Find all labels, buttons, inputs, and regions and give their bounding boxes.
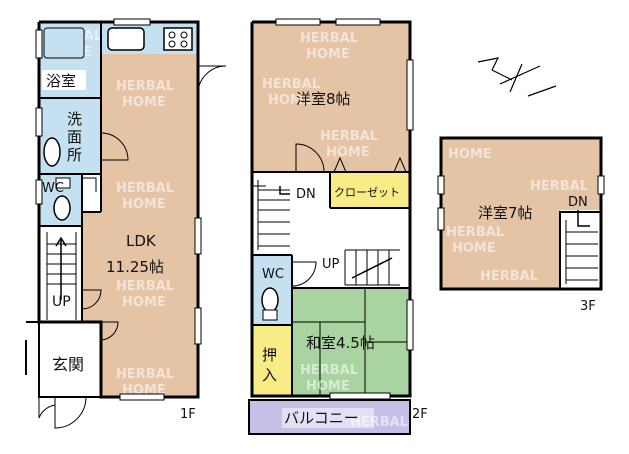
window-icon (35, 29, 43, 59)
sink-icon (107, 27, 145, 51)
watermark-text: HOME (452, 241, 496, 256)
window-icon (437, 175, 445, 195)
watermark-text: HERBAL (530, 179, 588, 194)
door-swing-icon (81, 289, 102, 310)
floor-1f: HERBAL HOME HERBAL HOME HERBAL HOME HERB… (25, 18, 227, 429)
window-icon (406, 299, 414, 351)
watermark-text: HERBAL (300, 363, 358, 378)
stairs-down-label-2f: DN (296, 187, 316, 202)
watermark-text: HERBAL (300, 31, 358, 46)
toilet-icon (261, 287, 279, 313)
stairs-down-label-3f: DN (568, 195, 588, 210)
watermark-text: HOME (122, 197, 166, 212)
stair3-area (560, 210, 601, 289)
door-swing-icon (291, 261, 317, 287)
room-label-oshiire-2: 入 (262, 366, 277, 384)
room-label-japanese: 和室4.5帖 (306, 334, 375, 352)
window-icon (437, 207, 445, 231)
door-swing-icon (295, 143, 325, 173)
room-label-western8: 洋室8帖 (296, 90, 351, 108)
ldk-lower-left (82, 212, 101, 322)
room-label-western7: 洋室7帖 (478, 204, 533, 222)
door-swing-icon (333, 156, 347, 173)
door-swing-icon (393, 156, 407, 173)
watermark-text: HOME (268, 93, 312, 108)
floor-label-2f: 2F (412, 407, 428, 422)
toilet-icon (53, 195, 71, 221)
window-icon (35, 107, 43, 137)
window-icon (329, 392, 391, 400)
floor-label-1f: 1F (180, 407, 196, 422)
room-label-balcony: バルコニー (284, 409, 359, 427)
window-icon (194, 307, 202, 345)
room-label-ldk: LDK (126, 232, 157, 250)
watermark-text: HERBAL (116, 279, 174, 294)
watermark-text: HERBAL (320, 129, 378, 144)
room-label-washroom-3: 所 (67, 146, 82, 164)
bathtub-icon (43, 27, 85, 59)
floor-label-3f: 3F (580, 299, 596, 314)
stairs-up-label-2f: UP (322, 257, 340, 272)
window-icon (35, 179, 43, 205)
room-label-wc1: WC (42, 181, 64, 196)
watermark-text: HOME (306, 379, 350, 394)
watermark-text: HOME (122, 295, 166, 310)
door-swing-icon (82, 177, 97, 192)
washbasin-icon (43, 137, 61, 167)
window-icon (597, 175, 605, 195)
room-label-washroom-2: 面 (67, 128, 82, 146)
floor-3f: HOME HERBAL HERBAL HOME HERBAL 洋室7帖 DN 3… (437, 136, 605, 314)
western8-area (252, 22, 410, 172)
window-icon (275, 18, 321, 26)
ldk-area (101, 22, 198, 397)
north-arrow-icon (477, 57, 557, 97)
watermark-text: HERBAL (446, 225, 504, 240)
watermark-text: HERBAL (116, 367, 174, 382)
stove-icon (163, 27, 193, 51)
watermark-text: HOME (306, 47, 350, 62)
room-label-closet: クローゼット (334, 186, 400, 199)
door-swing-icon (100, 132, 129, 161)
floor-2f: HERBAL HOME HERBAL HOME HERBAL HOME HERB… (248, 18, 428, 435)
door-swing-icon (100, 321, 119, 341)
watermark-text: HERBAL (480, 269, 538, 284)
room-label-oshiire-1: 押 (262, 346, 277, 364)
room-label-wc2: WC (262, 267, 284, 282)
stairs-up-label: UP (52, 294, 71, 310)
room-label-bath: 浴室 (46, 72, 76, 90)
oshiire-area (252, 325, 292, 396)
door-swing-icon (54, 396, 87, 429)
door-swing-icon (197, 65, 227, 95)
window-icon (194, 217, 202, 255)
door-swing-icon (38, 397, 56, 419)
watermark-text: HERBAL (116, 79, 174, 94)
watermark-text: HOME (326, 145, 370, 160)
room-label-entrance: 玄関 (52, 355, 84, 374)
window-icon (119, 393, 165, 401)
room-label-washroom-1: 洗 (67, 110, 82, 128)
room-label-ldk-size: 11.25帖 (106, 258, 164, 276)
watermark-text: HOME (448, 147, 492, 162)
closet-area (330, 172, 410, 208)
window-icon (113, 18, 151, 26)
watermark-text: HERBAL (262, 77, 320, 92)
watermark-text: HOME (122, 95, 166, 110)
window-icon (335, 18, 381, 26)
window-icon (406, 59, 414, 131)
door-swing-icon (251, 172, 266, 187)
watermark-text: HERBAL (116, 181, 174, 196)
